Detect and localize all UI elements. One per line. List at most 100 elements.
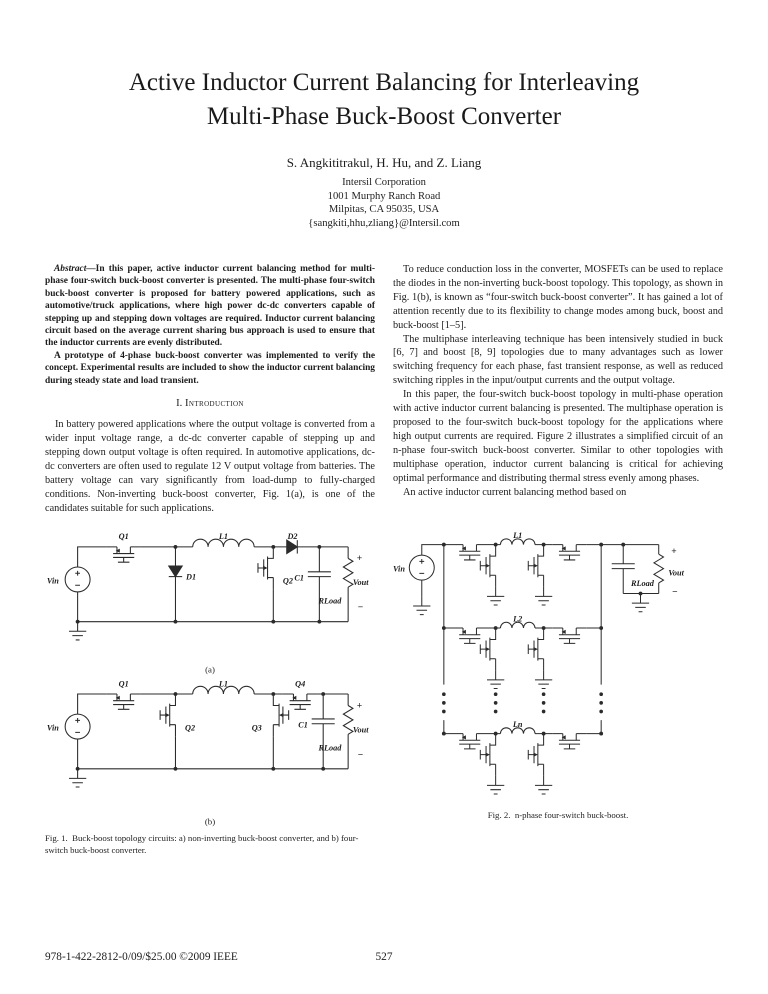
figure-2-caption: Fig. 2. n-phase four-switch buck-boost. bbox=[487, 810, 629, 821]
mosfet-q2-icon bbox=[257, 546, 274, 591]
copyright-notice: 978-1-422-2812-0/09/$25.00 ©2009 IEEE bbox=[45, 951, 238, 963]
ground-icon bbox=[412, 596, 431, 616]
wires bbox=[77, 693, 349, 770]
ground-icon bbox=[631, 593, 650, 613]
figure-1: Vin Q1 L1 D2 D1 Q2 C1 RLoad + Vout − (a) bbox=[45, 529, 375, 856]
affiliation-line: {sangkiti,hhu,zliang}@Intersil.com bbox=[308, 217, 460, 229]
fig1a-q1-label: Q1 bbox=[119, 533, 129, 542]
fig2-vin-label: Vin bbox=[393, 565, 405, 574]
mosfet-q1-icon bbox=[105, 546, 142, 564]
affiliation-line: Milpitas, CA 95035, USA bbox=[328, 204, 440, 216]
mosfet-icon bbox=[479, 627, 497, 672]
paper-title: Active Inductor Current Balancing for In… bbox=[0, 66, 768, 134]
ground-icon bbox=[534, 670, 553, 690]
mosfet-icon bbox=[451, 544, 488, 561]
capacitor-c1-icon bbox=[311, 718, 335, 725]
fig1a-minus-label: − bbox=[358, 603, 363, 614]
figure-2: Vin L1 L2 Ln RLoad + Vout − Fig. 2. n-ph… bbox=[393, 529, 723, 821]
fig1b-schematic: Vin Q1 L1 Q4 Q2 Q3 C1 RLoad + Vout − (b) bbox=[47, 680, 369, 827]
ground-icon bbox=[486, 670, 505, 690]
abstract-text-1: —In this paper, active inductor current … bbox=[45, 264, 375, 349]
fig1a-vin-label: Vin bbox=[47, 577, 59, 586]
diode-d2-icon bbox=[286, 539, 299, 555]
fig1b-c1-label: C1 bbox=[298, 721, 308, 730]
ellipsis-dots bbox=[442, 692, 603, 714]
abstract-paragraph-1: Abstract—In this paper, active inductor … bbox=[45, 263, 375, 350]
mosfet-icon bbox=[527, 733, 545, 777]
vin-source-icon bbox=[64, 714, 91, 741]
fig1a-l1-label: L1 bbox=[218, 533, 228, 542]
left-column: Abstract—In this paper, active inductor … bbox=[45, 263, 375, 856]
vin-source-icon bbox=[408, 555, 435, 581]
fig2-vout-label: Vout bbox=[668, 569, 684, 578]
affiliation-line: 1001 Murphy Ranch Road bbox=[327, 190, 441, 202]
fig1a-q2-label: Q2 bbox=[283, 577, 293, 586]
fig2-l1-label: L1 bbox=[512, 531, 522, 540]
fig1b-q3-label: Q3 bbox=[252, 724, 262, 733]
authors-line: S. Angkititrakul, H. Hu, and Z. Liang bbox=[286, 155, 482, 170]
figure-1-caption: Fig. 1. Buck-boost topology circuits: a)… bbox=[45, 833, 359, 855]
page-number: 527 bbox=[375, 951, 393, 963]
fig2-rload-label: RLoad bbox=[630, 579, 655, 588]
ground-icon bbox=[68, 621, 87, 641]
fig1a-sublabel: (a) bbox=[205, 665, 215, 675]
abstract-paragraph-2: A prototype of 4-phase buck-boost conver… bbox=[45, 350, 375, 386]
section-number: I. bbox=[176, 398, 183, 410]
resistor-rload-icon bbox=[342, 705, 354, 736]
mosfet-q2-icon bbox=[159, 693, 176, 738]
ground-icon bbox=[486, 775, 505, 795]
fig1a-c1-label: C1 bbox=[294, 574, 304, 583]
section-heading-introduction: I. Introduction bbox=[45, 398, 375, 409]
intro-paragraph-1: In battery powered applications where th… bbox=[45, 419, 375, 514]
ground-icon bbox=[534, 586, 553, 606]
vin-source-icon bbox=[64, 566, 91, 593]
fig1b-q1-label: Q1 bbox=[119, 680, 129, 689]
capacitor-c1-icon bbox=[307, 571, 331, 578]
fig1a-schematic: Vin Q1 L1 D2 D1 Q2 C1 RLoad + Vout − (a) bbox=[47, 533, 369, 675]
fig2-l2-label: L2 bbox=[512, 615, 522, 624]
node-dots bbox=[75, 692, 326, 772]
body-paragraph-4: An active inductor current balancing met… bbox=[403, 486, 627, 498]
mosfet-icon bbox=[527, 544, 545, 588]
fig1a-d2-label: D2 bbox=[286, 533, 297, 542]
mosfet-icon bbox=[451, 627, 488, 645]
mosfet-icon bbox=[479, 733, 497, 777]
mosfet-q3-icon bbox=[272, 693, 290, 738]
fig1b-rload-label: RLoad bbox=[318, 744, 343, 753]
fig1b-l1-label: L1 bbox=[218, 680, 228, 689]
ground-icon bbox=[534, 775, 553, 795]
node-dots bbox=[441, 543, 643, 736]
fig1b-q2-label: Q2 bbox=[185, 724, 195, 733]
fig1b-vout-label: Vout bbox=[353, 726, 369, 735]
body-paragraph-3: In this paper, the four-switch buck-boos… bbox=[393, 389, 723, 484]
fig1a-plus-label: + bbox=[357, 554, 362, 565]
fig2-schematic: Vin L1 L2 Ln RLoad + Vout − bbox=[393, 531, 685, 795]
node-dots bbox=[75, 545, 322, 625]
fig1b-plus-label: + bbox=[357, 701, 362, 712]
mosfet-icon bbox=[551, 544, 588, 561]
wires bbox=[77, 546, 349, 623]
fig1a-rload-label: RLoad bbox=[318, 597, 343, 606]
mosfet-icon bbox=[551, 627, 588, 645]
page-footer: 978-1-422-2812-0/09/$25.00 ©2009 IEEE 52… bbox=[0, 951, 768, 971]
affiliation-block: Intersil Corporation 1001 Murphy Ranch R… bbox=[0, 176, 768, 230]
introduction-text: In battery powered applications where th… bbox=[45, 418, 375, 515]
ground-icon bbox=[486, 586, 505, 606]
fig1a-vout-label: Vout bbox=[353, 579, 369, 588]
paper-title-line2: Multi-Phase Buck-Boost Converter bbox=[206, 103, 562, 130]
abstract-lead: Abstract bbox=[54, 264, 87, 274]
fig1b-minus-label: − bbox=[358, 750, 363, 761]
capacitor-icon bbox=[611, 563, 635, 570]
body-paragraph-2: The multiphase interleaving technique ha… bbox=[393, 333, 723, 387]
fig2-minus-label: − bbox=[672, 587, 677, 598]
body-paragraph-1: To reduce conduction loss in the convert… bbox=[393, 264, 723, 331]
mosfet-icon bbox=[551, 733, 588, 750]
fig2-ln-label: Ln bbox=[512, 720, 523, 729]
resistor-rload-icon bbox=[653, 554, 665, 584]
fig1b-vin-label: Vin bbox=[47, 724, 59, 733]
fig2-plus-label: + bbox=[671, 547, 676, 558]
section-title: Introduction bbox=[184, 398, 244, 410]
resistor-rload-icon bbox=[342, 558, 354, 589]
paper-title-line1: Active Inductor Current Balancing for In… bbox=[128, 69, 640, 96]
